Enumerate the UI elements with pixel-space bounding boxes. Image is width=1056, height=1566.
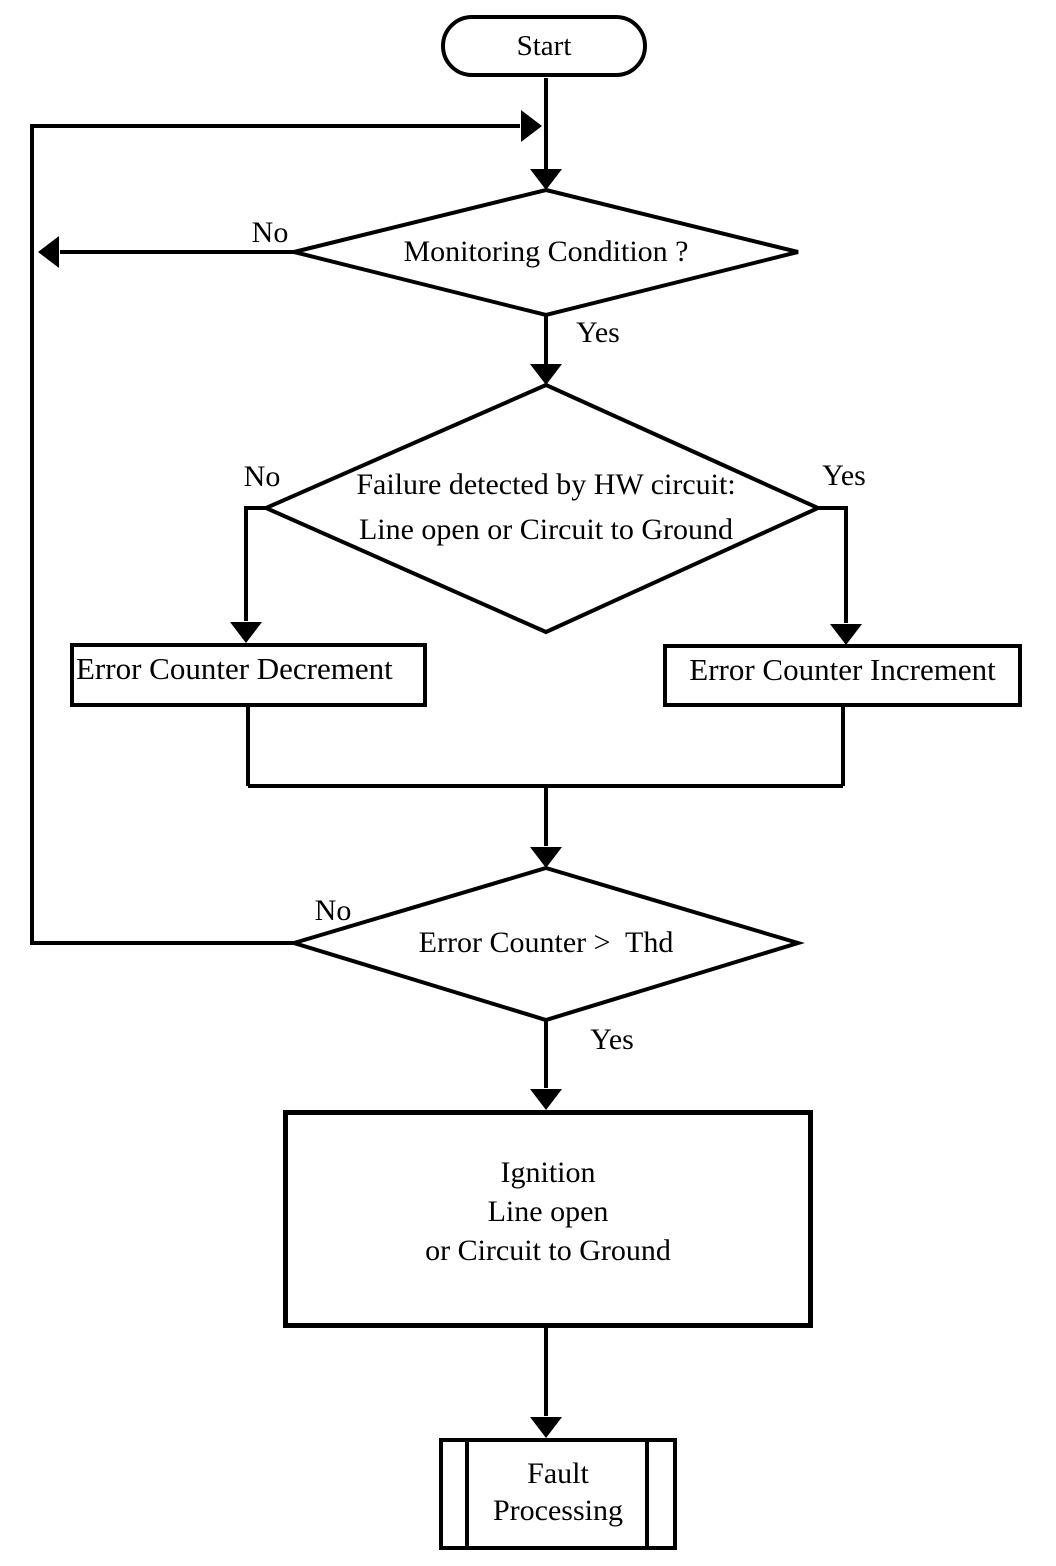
arrowhead-into-monitoring [530,169,562,190]
failure-detected-diamond [261,382,823,635]
arrowhead-into-ignition [530,1089,562,1110]
fault-label-line1: Fault [527,1457,589,1490]
monitoring-condition-label: Monitoring Condition ? [403,235,689,268]
failure-detected-label-line2: Line open or Circuit to Ground [358,513,734,546]
failure-detected-label-line1: Failure detected by HW circuit: [356,468,736,501]
edge-label-monitoring-yes: Yes [576,316,620,349]
arrowhead-into-failure [530,364,562,385]
error-counter-decrement-process: Error Counter Decrement [70,643,427,707]
connector-threshold-no-loop [30,124,520,945]
arrowhead-loop-into-mainline [521,110,542,142]
predefined-process-left-bar [465,1442,469,1546]
edge-label-threshold-yes: Yes [590,1023,634,1056]
arrowhead-into-increment [830,624,862,645]
connector-failure-yes [816,506,848,623]
edge-label-failure-yes: Yes [822,459,866,492]
error-counter-threshold-label: Error Counter > Thd [418,926,674,959]
arrowhead-monitoring-no [38,236,59,268]
monitoring-condition-diamond [293,187,799,318]
ignition-label-line1: Ignition [500,1156,596,1189]
arrowhead-into-threshold [530,847,562,868]
predefined-process-right-bar [645,1442,649,1546]
connector-failure-no [244,506,266,621]
arrowhead-into-decrement [230,622,262,643]
ignition-line-open-process: Ignition Line open or Circuit to Ground [283,1110,813,1328]
error-counter-threshold-diamond [287,865,805,1023]
edge-label-threshold-no: No [314,894,352,927]
start-node-label: Start [516,29,572,62]
arrowhead-into-fault [530,1417,562,1438]
ignition-label-line3: or Circuit to Ground [425,1234,671,1267]
edge-label-monitoring-no: No [251,216,289,249]
start-node: Start [441,15,647,77]
edge-label-failure-no: No [243,460,281,493]
fault-processing-node: Fault Processing [439,1438,677,1550]
fault-label-line2: Processing [493,1494,623,1527]
failure-detected-label: Failure detected by HW circuit: Line ope… [296,462,796,552]
ignition-label-line2: Line open [487,1195,609,1228]
error-counter-increment-process: Error Counter Increment [663,644,1022,707]
